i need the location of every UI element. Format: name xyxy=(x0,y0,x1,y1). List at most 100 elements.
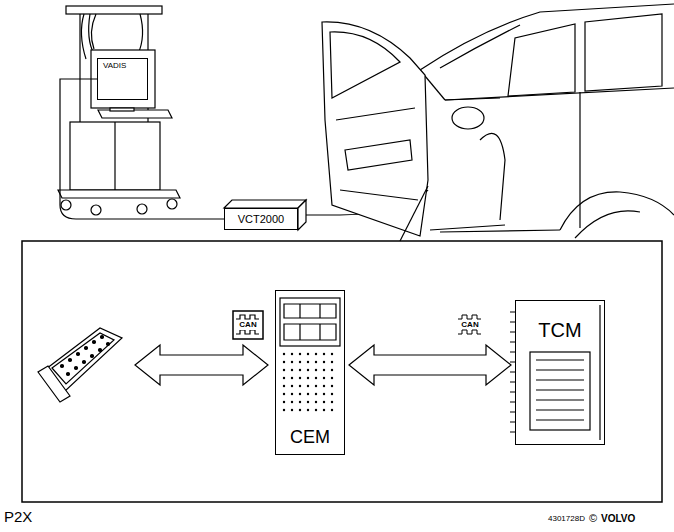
diagnostic-connector xyxy=(75,367,78,370)
module-detail xyxy=(283,377,285,379)
screen-box: VADIS xyxy=(97,58,148,100)
vadis-cart xyxy=(167,199,177,209)
diagnostic-connector xyxy=(69,359,72,362)
module-detail xyxy=(283,393,285,395)
module-detail xyxy=(280,298,340,411)
diagnostic-connector xyxy=(99,349,102,352)
module-detail xyxy=(307,401,309,403)
module-detail xyxy=(536,360,584,420)
module-detail xyxy=(323,361,325,363)
module-detail xyxy=(315,401,317,403)
bus-icon xyxy=(458,315,481,319)
interface-box: VCT2000 xyxy=(224,208,298,230)
car-illustration xyxy=(579,92,580,228)
module-detail xyxy=(331,385,333,387)
module-detail xyxy=(291,377,293,379)
car-illustration xyxy=(420,4,674,70)
module-detail xyxy=(315,369,317,371)
module-detail xyxy=(307,361,309,363)
module-detail xyxy=(323,369,325,371)
module-detail xyxy=(280,298,340,346)
control-module: CEM xyxy=(275,290,345,455)
car-illustration xyxy=(322,22,428,236)
module-detail xyxy=(283,353,285,355)
module-detail xyxy=(315,409,317,411)
vadis-cart xyxy=(61,200,71,210)
module-detail xyxy=(331,377,333,379)
cable xyxy=(60,79,224,219)
vadis-cart xyxy=(66,6,162,14)
module-detail xyxy=(331,361,333,363)
model-code: P2X xyxy=(4,509,32,526)
module-detail xyxy=(283,369,285,371)
module-detail xyxy=(315,377,317,379)
vadis-cart xyxy=(91,50,155,108)
vadis-cart xyxy=(137,204,147,214)
module-detail xyxy=(299,361,301,363)
module-detail xyxy=(307,385,309,387)
bus-label: CAN xyxy=(461,320,478,329)
diagnostic-connector xyxy=(107,343,110,346)
module-detail xyxy=(291,393,293,395)
module-detail xyxy=(283,361,285,363)
vadis-cart xyxy=(98,110,172,118)
car-illustration xyxy=(480,133,505,220)
diagnostic-connector xyxy=(101,336,104,339)
vadis-cart xyxy=(58,6,180,215)
diagnostic-connector xyxy=(38,366,70,402)
car-illustration xyxy=(445,88,674,100)
module-detail xyxy=(283,385,285,387)
module-detail xyxy=(323,377,325,379)
module-detail xyxy=(291,385,293,387)
module-detail xyxy=(315,361,317,363)
module-detail xyxy=(331,369,333,371)
car-illustration xyxy=(440,230,560,232)
bus-arrow xyxy=(135,345,268,385)
module-detail xyxy=(299,385,301,387)
module-detail xyxy=(291,361,293,363)
diagnostic-connector xyxy=(77,353,80,356)
module-detail xyxy=(283,401,285,403)
module-detail xyxy=(291,369,293,371)
node-text: CEM xyxy=(288,428,332,448)
module-detail xyxy=(299,401,301,403)
bus-arrow xyxy=(349,345,511,385)
figure-number: 4301728D xyxy=(548,515,585,524)
bus-icon xyxy=(236,315,259,319)
module-detail xyxy=(323,385,325,387)
diagnostic-connector xyxy=(61,365,64,368)
bus-icon xyxy=(455,311,485,339)
bus-label-holder: CAN xyxy=(457,320,483,330)
car-illustration xyxy=(560,192,674,230)
vadis-cart xyxy=(114,122,115,190)
module-detail xyxy=(315,393,317,395)
module-detail xyxy=(291,401,293,403)
diagnostic-connector xyxy=(83,361,86,364)
vadis-cart xyxy=(70,122,160,190)
detail-panel xyxy=(22,186,662,502)
car-illustration xyxy=(452,107,484,129)
module-detail xyxy=(307,393,309,395)
module-detail xyxy=(299,393,301,395)
module-detail xyxy=(299,369,301,371)
bus-label: CAN xyxy=(235,320,261,330)
module-detail xyxy=(323,409,325,411)
car-illustration xyxy=(330,32,400,98)
bus-icon xyxy=(233,311,263,339)
module-detail xyxy=(331,409,333,411)
module-detail xyxy=(291,409,293,411)
interface-housing xyxy=(298,200,306,230)
brand-name: VOLVO xyxy=(601,513,635,524)
car-illustration xyxy=(585,14,662,91)
interface-housing xyxy=(224,200,306,230)
car-illustration xyxy=(440,25,520,68)
module-detail xyxy=(331,393,333,395)
car-illustration xyxy=(430,225,505,230)
module-detail xyxy=(599,305,600,440)
bus-icon xyxy=(233,311,263,339)
car-illustration xyxy=(508,24,575,96)
car-illustration xyxy=(322,4,674,238)
diagnostic-connector xyxy=(38,328,122,402)
diagnostic-connector xyxy=(67,373,70,376)
